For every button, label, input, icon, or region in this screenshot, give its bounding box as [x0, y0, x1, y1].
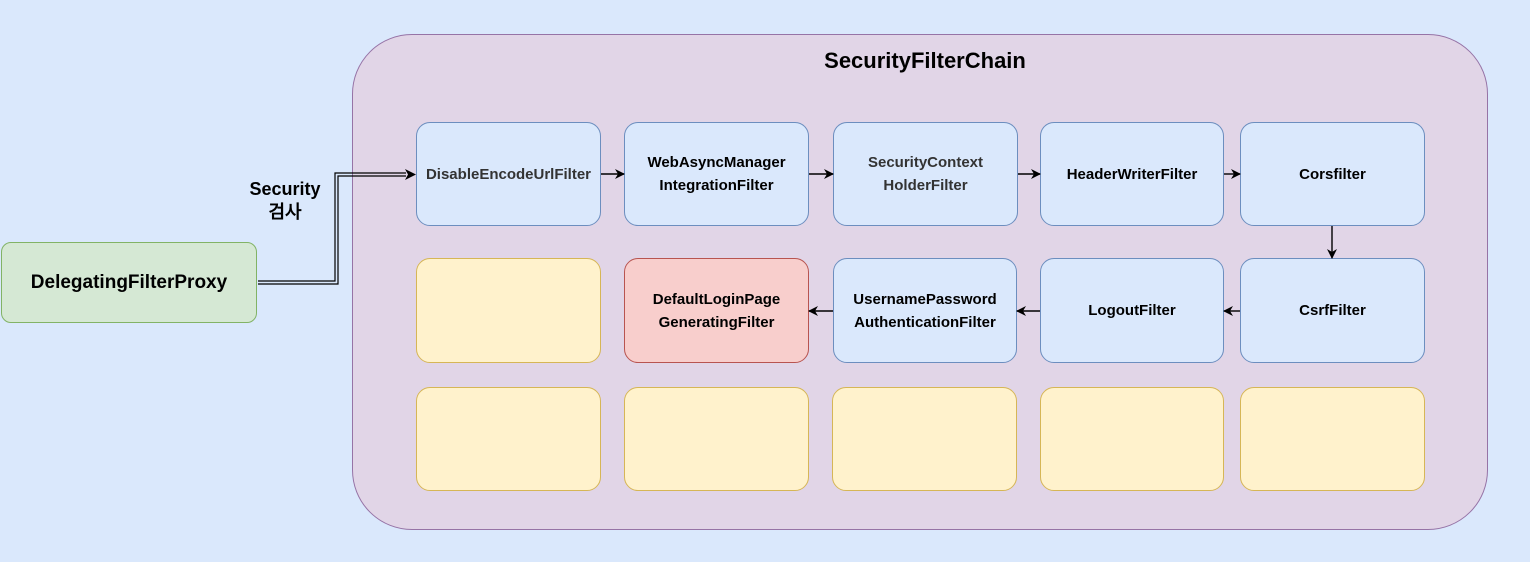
proxy-to-chain-connector: [258, 172, 406, 285]
filter-username-password-authentication: UsernamePassword AuthenticationFilter: [833, 258, 1017, 363]
filter-csrf: CsrfFilter: [1240, 258, 1425, 363]
filter-header-writer: HeaderWriterFilter: [1040, 122, 1224, 226]
filter-logout: LogoutFilter: [1040, 258, 1224, 363]
placeholder-filter: [832, 387, 1017, 491]
filter-security-context-holder: SecurityContext HolderFilter: [833, 122, 1018, 226]
placeholder-filter: [624, 387, 809, 491]
security-check-label: Security 검사: [249, 179, 321, 222]
filter-disable-encode-url: DisableEncodeUrlFilter: [416, 122, 601, 226]
placeholder-filter: [416, 258, 601, 363]
proxy-to-chain-arrowhead: [405, 169, 416, 180]
placeholder-filter: [416, 387, 601, 491]
placeholder-filter: [1040, 387, 1224, 491]
filter-default-login-page-generating: DefaultLoginPage GeneratingFilter: [624, 258, 809, 363]
delegating-filter-proxy: DelegatingFilterProxy: [1, 242, 257, 323]
placeholder-filter: [1240, 387, 1425, 491]
security-filter-chain-title: SecurityFilterChain: [824, 48, 1026, 73]
